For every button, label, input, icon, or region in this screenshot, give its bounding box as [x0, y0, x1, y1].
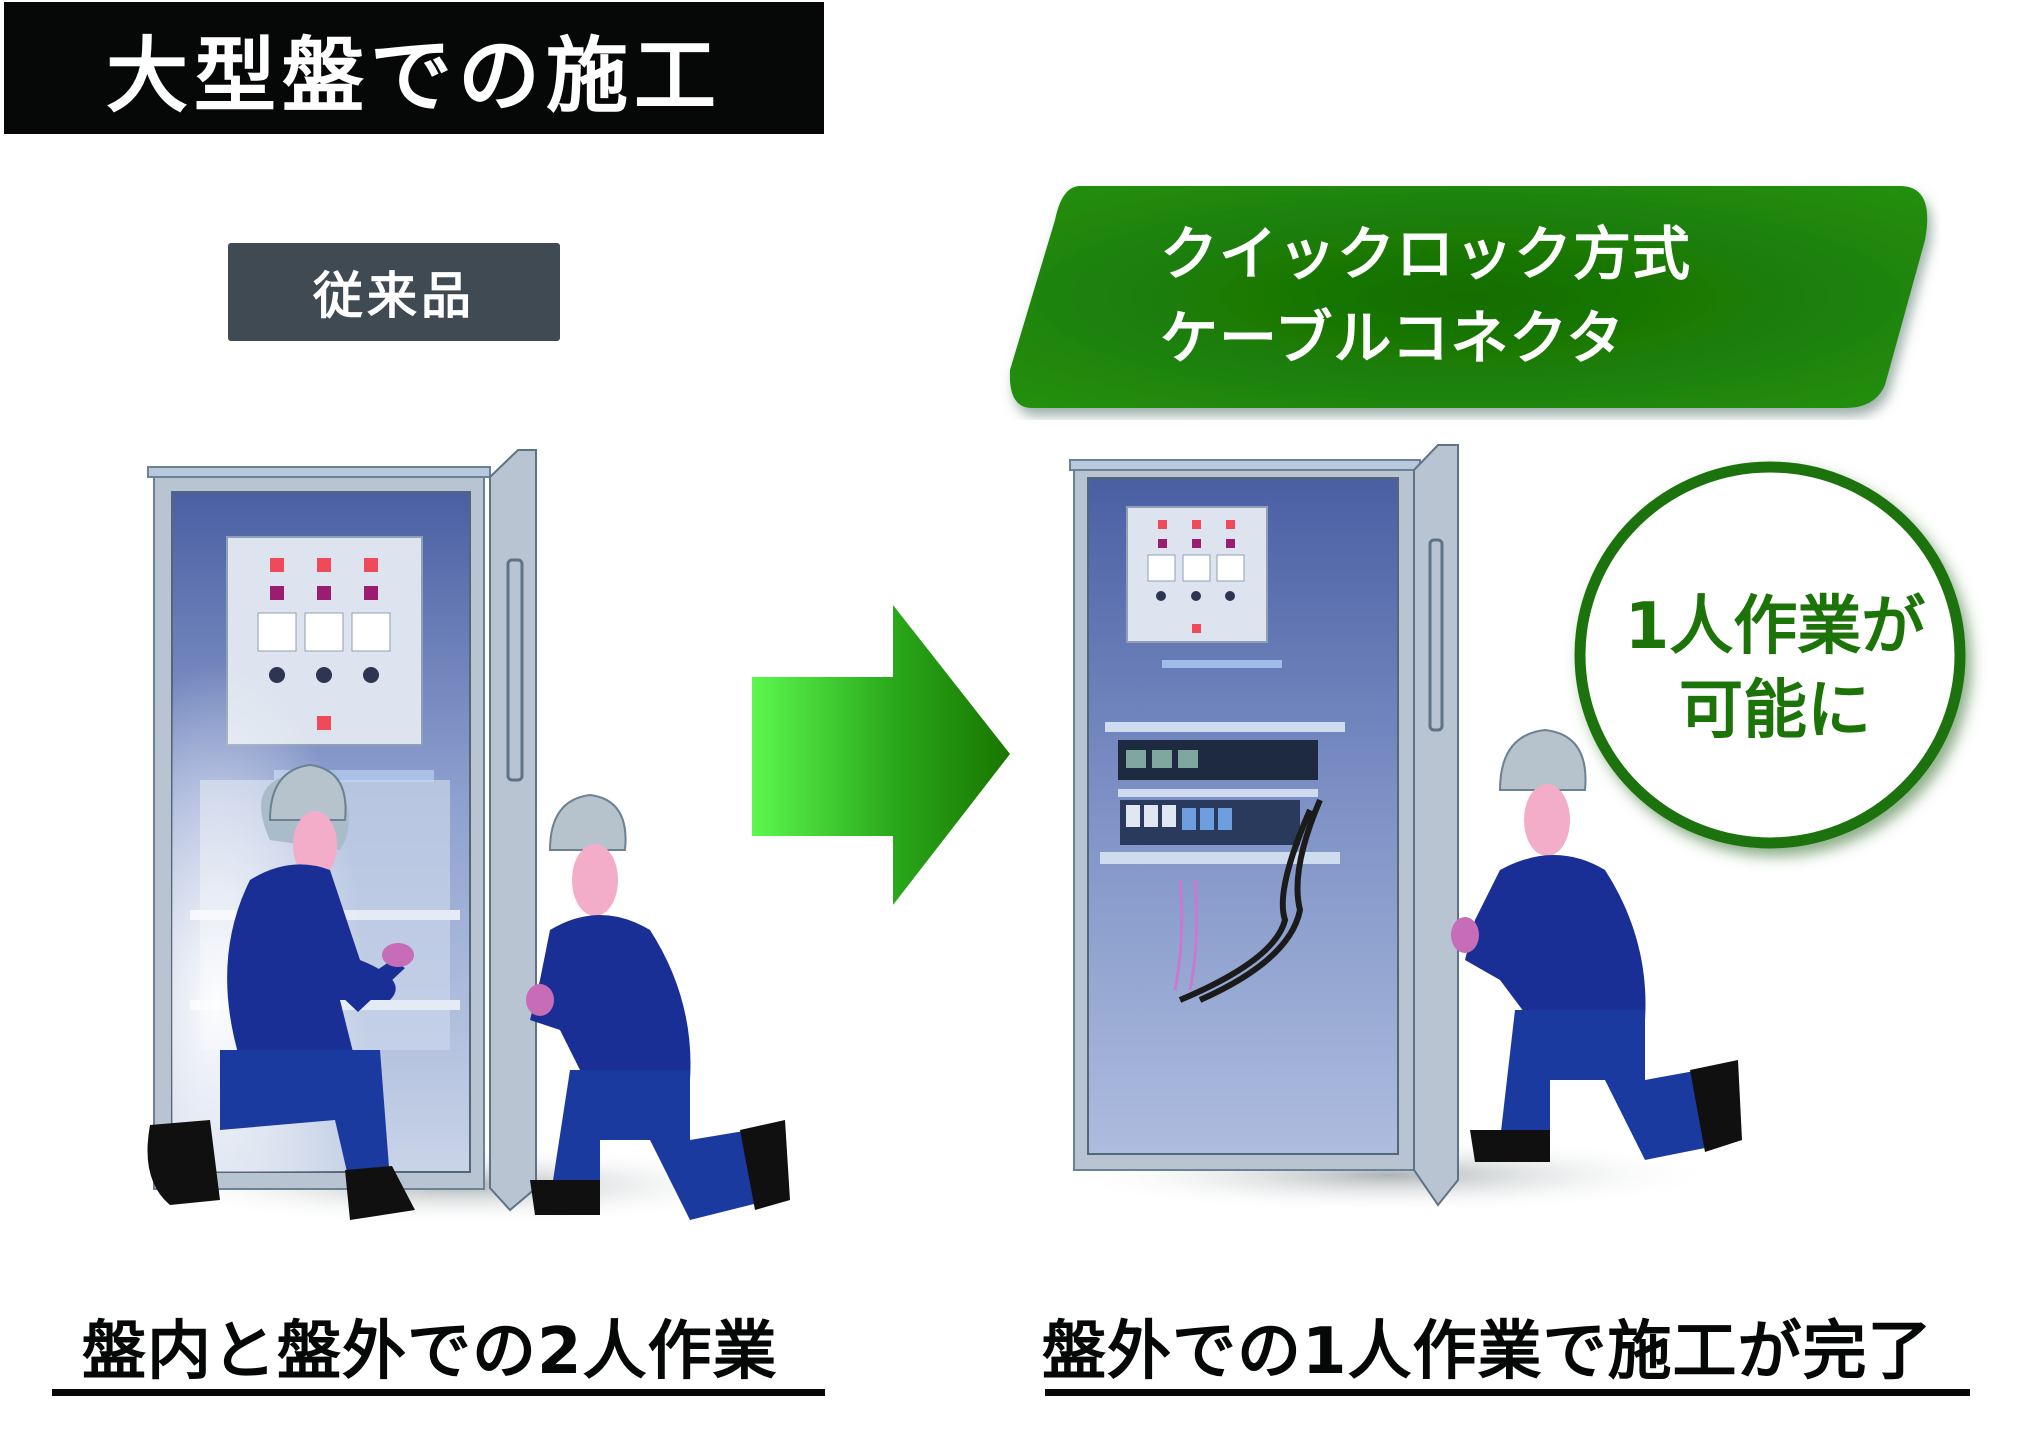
caption-underline-right	[1045, 1389, 1970, 1396]
product-banner	[1009, 186, 1928, 408]
banner-shape	[1009, 186, 1928, 408]
right-arrow-icon	[752, 605, 1010, 905]
quicklock-scene	[1060, 444, 1742, 1213]
conventional-label: 従来品	[228, 243, 560, 341]
banner-text: クイックロック方式 ケーブルコネクタ	[1160, 212, 1800, 380]
title-banner: 大型盤での施工	[4, 2, 824, 134]
worker-illustration-inner	[147, 763, 415, 1220]
caption-underline-left	[52, 1389, 825, 1396]
conventional-scene	[140, 449, 790, 1225]
quicklock-caption: 盤外での1人作業で施工が完了	[1042, 1315, 1933, 1389]
banner-line-1: クイックロック方式	[1160, 220, 1692, 288]
worker-illustration-outer	[526, 793, 790, 1220]
banner-line-2: ケーブルコネクタ	[1160, 304, 1626, 372]
one-person-bubble	[1574, 461, 1966, 849]
conventional-caption: 盤内と盤外での2人作業	[82, 1315, 778, 1389]
conventional-label-text: 従来品	[313, 267, 475, 325]
worker-illustration	[1451, 728, 1742, 1162]
bubble-line-1: 1人作業が	[1624, 590, 1926, 664]
bubble-text: 1人作業が 可能に	[1560, 585, 1990, 753]
page-title: 大型盤での施工	[105, 28, 722, 124]
bubble-line-2: 可能に	[1679, 674, 1871, 748]
electrical-cabinet-illustration	[1069, 444, 1459, 1207]
